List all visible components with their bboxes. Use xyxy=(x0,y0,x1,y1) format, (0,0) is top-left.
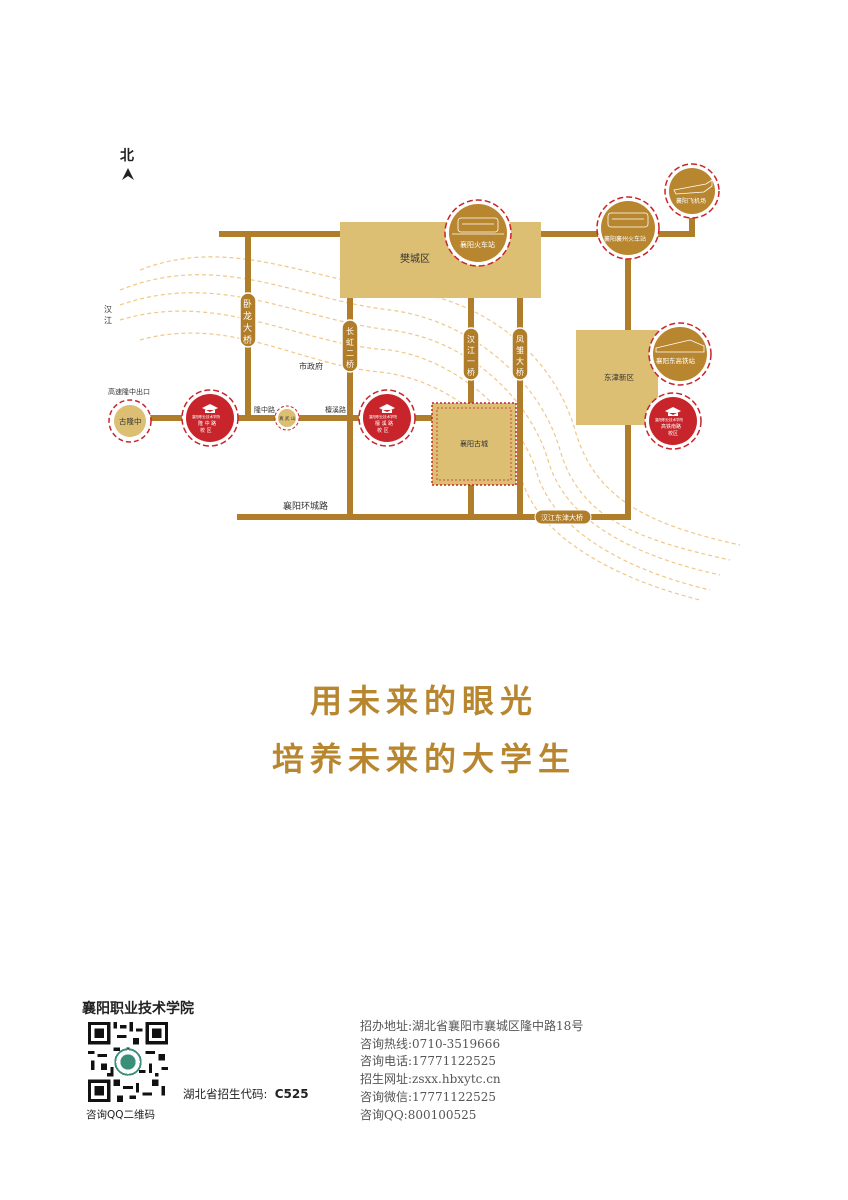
svg-text:古隆中: 古隆中 xyxy=(119,416,142,426)
campus-tanxi-marker: 襄阳职业技术学院 檀 溪 路 校 区 xyxy=(358,389,416,447)
svg-text:隆 中 路: 隆 中 路 xyxy=(198,420,216,427)
campus-longzhong-marker: 襄阳职业技术学院 隆 中 路 校 区 xyxy=(181,389,239,447)
svg-text:襄阳火车站: 襄阳火车站 xyxy=(460,240,495,249)
high-speed-train-icon xyxy=(655,339,705,353)
dongjin-bridge-label: 汉江东津大桥 xyxy=(534,509,592,525)
old-town-label: 襄阳古城 xyxy=(460,439,488,448)
tanxi-road-label: 檀溪路 xyxy=(325,405,346,414)
longzhong-road-label: 隆中路 xyxy=(254,405,275,414)
graduation-cap-icon xyxy=(665,407,681,416)
svg-text:真 武 山: 真 武 山 xyxy=(279,415,296,422)
svg-text:凤: 凤 xyxy=(516,335,524,344)
svg-text:檀 溪 路: 檀 溪 路 xyxy=(375,420,393,427)
svg-text:虹: 虹 xyxy=(346,338,354,347)
svg-text:校区: 校区 xyxy=(668,430,678,437)
train-icon xyxy=(607,212,649,228)
svg-text:襄阳飞机场: 襄阳飞机场 xyxy=(676,197,706,205)
svg-text:高铁南路: 高铁南路 xyxy=(661,423,681,430)
north-arrow-icon xyxy=(122,168,134,180)
footer-college-name: 襄阳职业技术学院 xyxy=(82,1001,194,1017)
qr-caption: 咨询QQ二维码 xyxy=(86,1109,156,1121)
zhenwushan-marker: 真 武 山 xyxy=(274,405,300,431)
river-label-1: 汉 xyxy=(104,305,112,314)
fancheng-label: 樊城区 xyxy=(400,252,430,265)
svg-text:江: 江 xyxy=(467,346,475,355)
train-icon xyxy=(452,217,504,235)
svg-text:校 区: 校 区 xyxy=(200,427,212,434)
svg-text:二: 二 xyxy=(346,349,354,358)
expressway-exit-label: 高速隆中出口 xyxy=(108,387,150,396)
svg-text:襄阳职业技术学院: 襄阳职业技术学院 xyxy=(655,417,683,422)
contact-website[interactable]: 招生网址:zsxx.hbxytc.cn xyxy=(360,1072,501,1087)
hanjiang1-bridge-label: 汉 江 一 桥 xyxy=(462,327,480,381)
graduation-cap-icon xyxy=(202,404,218,413)
east-hsr-station-marker: 襄阳东高铁站 xyxy=(648,322,712,386)
graduation-cap-icon xyxy=(379,404,395,413)
airport-marker: 襄阳飞机场 xyxy=(664,163,720,219)
wolong-bridge-label: 卧 龙 大 桥 xyxy=(239,292,257,348)
dongjin-label: 东津新区 xyxy=(604,372,634,382)
old-town-district xyxy=(431,402,517,486)
svg-text:一: 一 xyxy=(467,357,475,366)
north-label: 北 xyxy=(120,148,134,164)
svg-text:汉江东津大桥: 汉江东津大桥 xyxy=(541,513,583,522)
svg-text:襄阳职业技术学院: 襄阳职业技术学院 xyxy=(192,414,220,419)
gulongzhong-marker: 古隆中 xyxy=(108,399,152,443)
slogan-line-1: 用未来的眼光 xyxy=(309,682,538,720)
svg-text:桥: 桥 xyxy=(516,367,524,377)
svg-text:桥: 桥 xyxy=(243,334,252,346)
svg-text:汉: 汉 xyxy=(467,335,475,344)
contact-address: 招办地址:湖北省襄阳市襄城区隆中路18号 xyxy=(360,1019,584,1033)
admission-code-label: 湖北省招生代码: xyxy=(183,1087,268,1101)
fengchu-bridge-label: 凤 雏 大 桥 xyxy=(511,327,529,381)
ring-road-label: 襄阳环城路 xyxy=(283,500,328,512)
svg-text:桥: 桥 xyxy=(346,359,354,369)
traffic-map: 樊城区 东津新区 襄阳古城 北 汉 江 卧 龙 大 桥 长 虹 二 桥 汉 江 … xyxy=(104,148,741,601)
svg-text:校 区: 校 区 xyxy=(377,427,389,434)
campus-gaotie-marker: 襄阳职业技术学院 高铁南路 校区 xyxy=(644,392,702,450)
svg-text:雏: 雏 xyxy=(516,345,524,355)
dongjin-district xyxy=(576,330,658,425)
svg-text:卧: 卧 xyxy=(243,298,252,310)
city-hall-label: 市政府 xyxy=(299,361,323,371)
svg-text:大: 大 xyxy=(516,356,524,366)
svg-text:长: 长 xyxy=(346,326,354,336)
admission-code: 湖北省招生代码: C525 xyxy=(183,1086,309,1102)
svg-text:龙: 龙 xyxy=(243,310,252,322)
contact-hotline: 咨询热线:0710-3519666 xyxy=(360,1036,501,1051)
admission-code-value: C525 xyxy=(274,1087,309,1101)
contact-qq: 咨询QQ:800100525 xyxy=(360,1107,477,1122)
slogan-line-2: 培养未来的大学生 xyxy=(271,740,576,778)
contact-info: 招办地址:湖北省襄阳市襄城区隆中路18号 咨询热线:0710-3519666 咨… xyxy=(360,1018,583,1124)
airplane-icon xyxy=(673,179,713,195)
svg-text:襄阳襄州火车站: 襄阳襄州火车站 xyxy=(604,235,646,243)
qq-qr-code xyxy=(88,1022,168,1102)
svg-text:襄阳职业技术学院: 襄阳职业技术学院 xyxy=(369,414,397,419)
xiangyang-train-station-marker: 襄阳火车站 xyxy=(444,199,512,267)
svg-text:桥: 桥 xyxy=(467,367,475,377)
river-label-2: 江 xyxy=(104,316,112,325)
contact-wechat: 咨询微信:17771122525 xyxy=(360,1089,497,1104)
contact-phone: 咨询电话:17771122525 xyxy=(360,1054,497,1069)
svg-text:襄阳东高铁站: 襄阳东高铁站 xyxy=(656,356,696,365)
changhong-bridge-label: 长 虹 二 桥 xyxy=(341,319,359,373)
svg-text:大: 大 xyxy=(243,322,252,334)
xiangzhou-train-station-marker: 襄阳襄州火车站 xyxy=(596,196,660,260)
